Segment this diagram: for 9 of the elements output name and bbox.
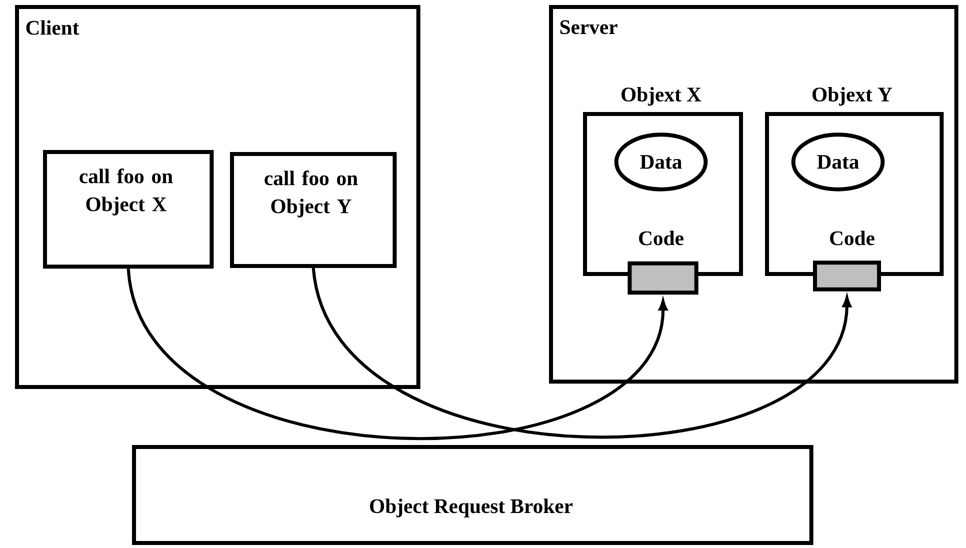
process-box: call foo on Object X (43, 150, 214, 269)
node-label: Objext Y (812, 86, 892, 106)
code-port (813, 260, 881, 292)
node-label: Objext X (622, 86, 702, 106)
arrow (126, 268, 668, 440)
arrow (312, 268, 852, 438)
process-box: call foo on Object Y (230, 152, 397, 268)
broker-box: Object Request Broker (132, 445, 814, 545)
code-port (628, 261, 698, 295)
